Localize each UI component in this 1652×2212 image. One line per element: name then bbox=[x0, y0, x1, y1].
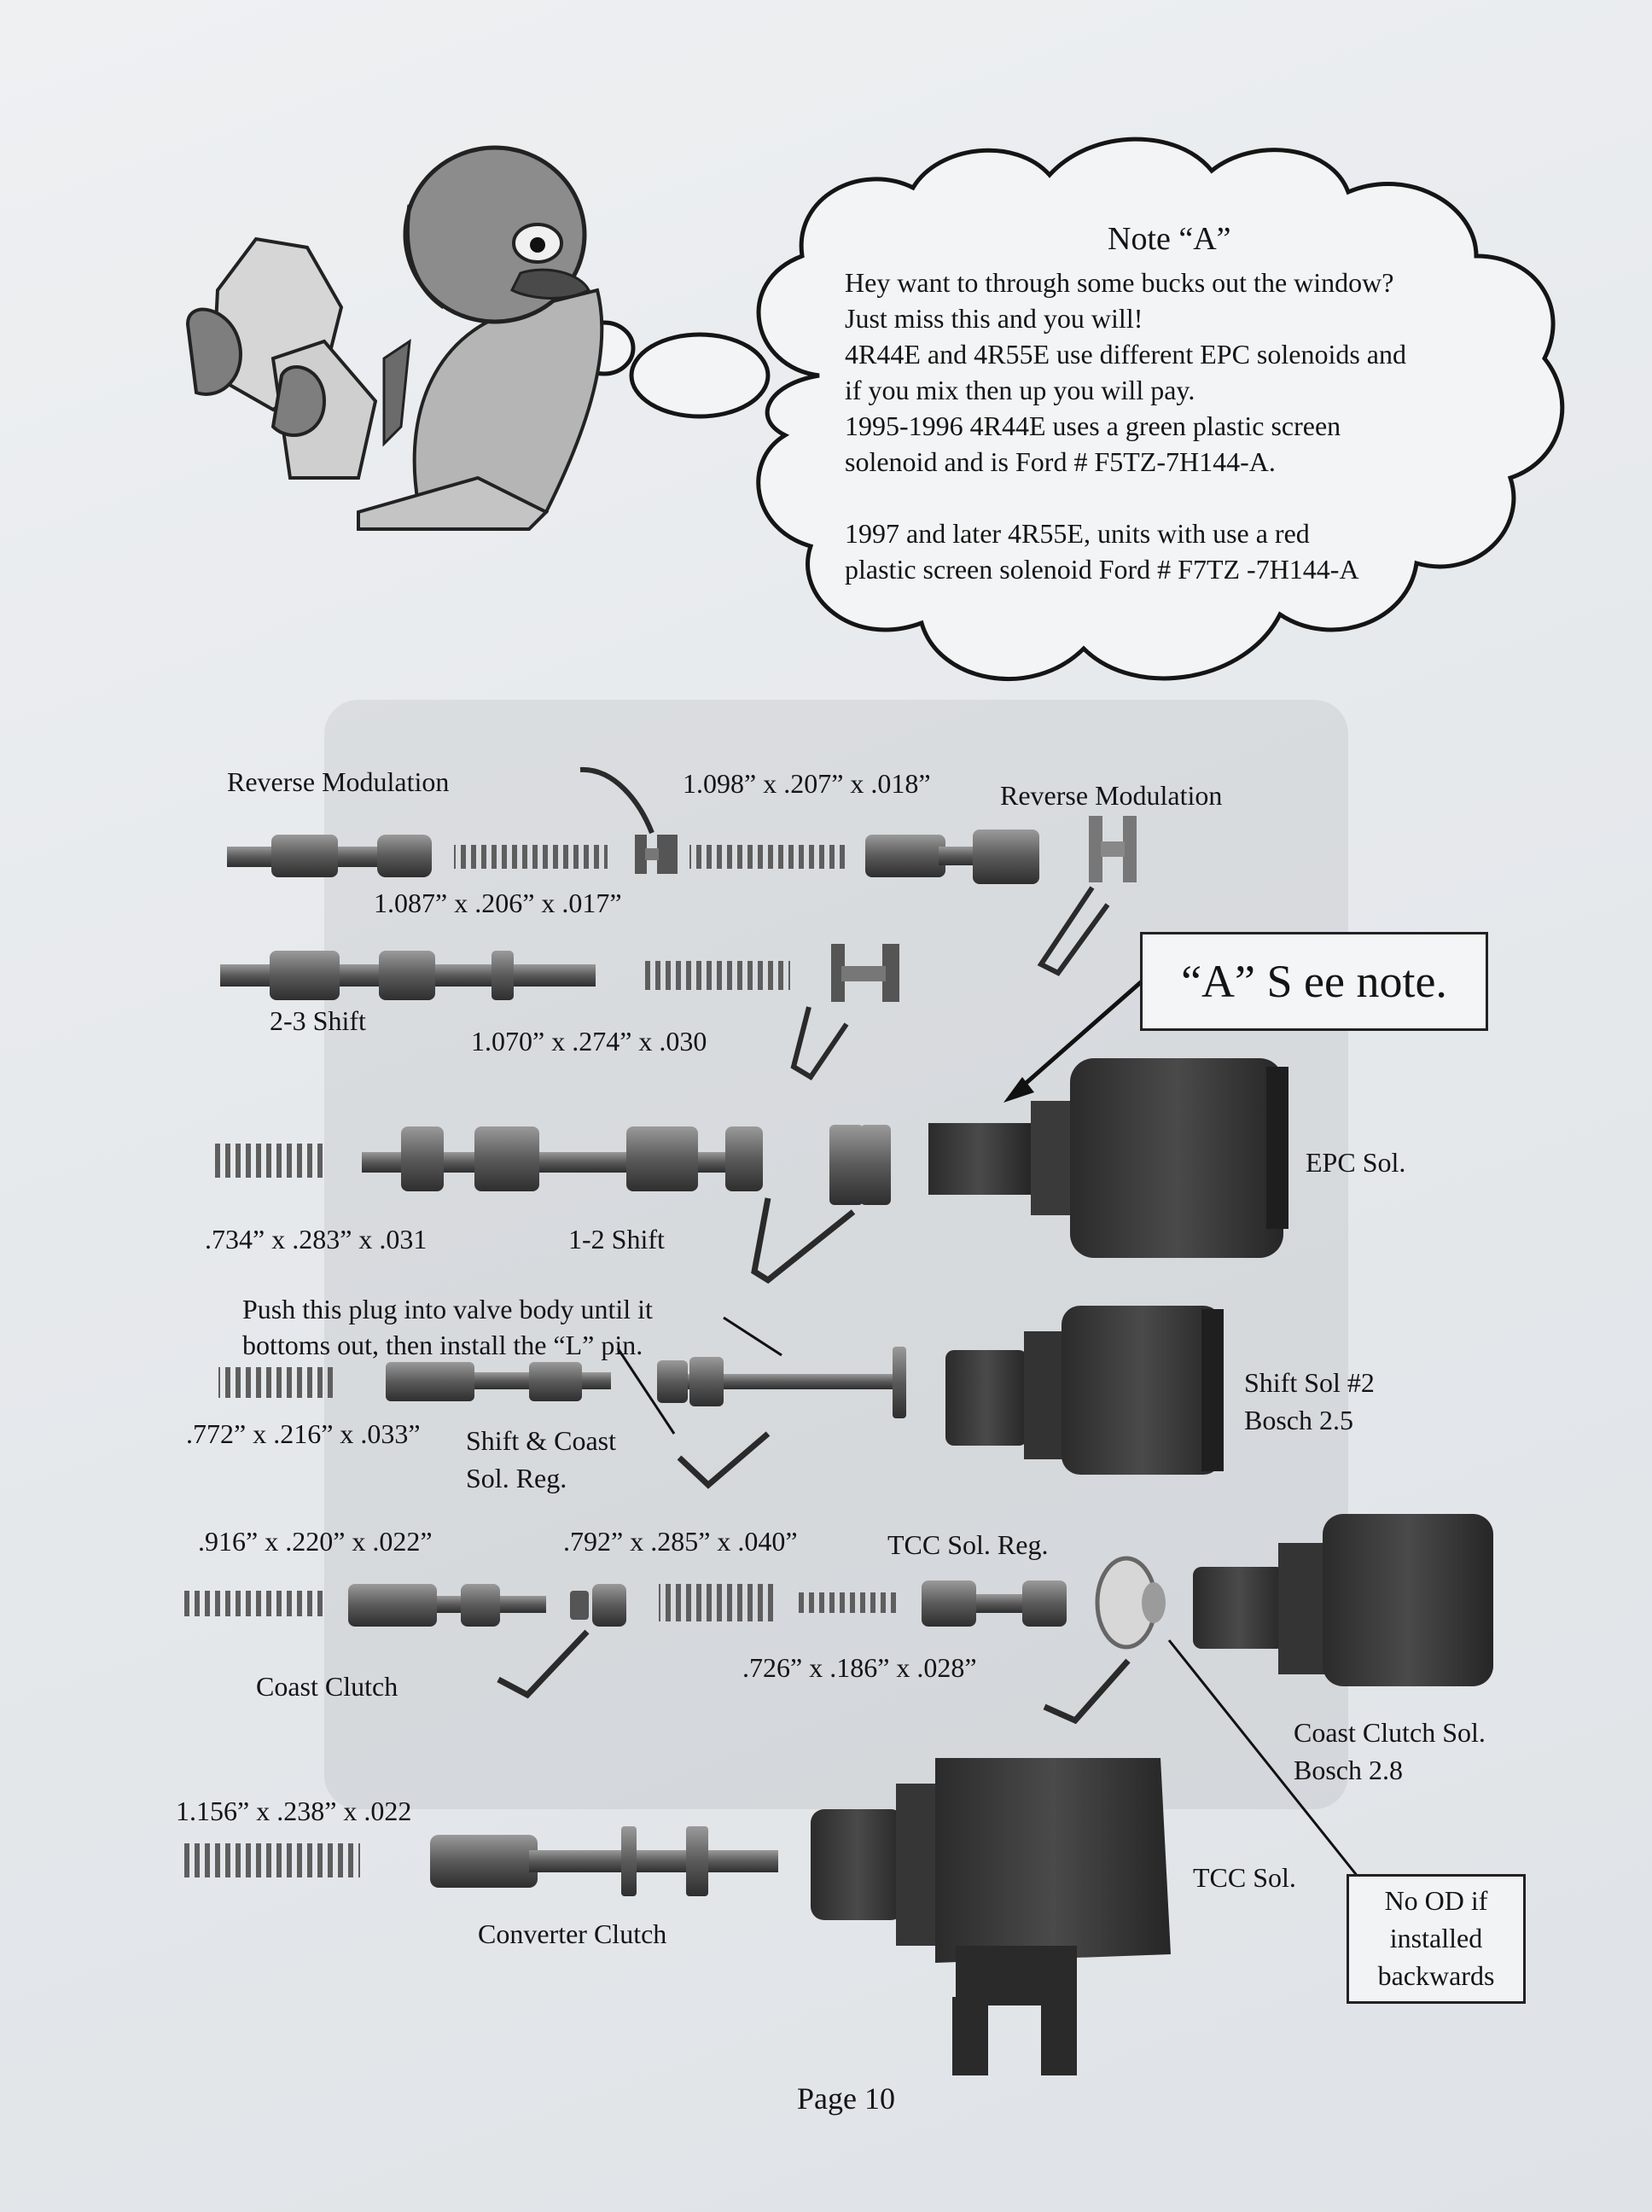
shift-12-valve bbox=[362, 1126, 763, 1191]
pin-r5b bbox=[1043, 1658, 1131, 1725]
pin-r4 bbox=[677, 1431, 771, 1489]
coast-clutch-valve bbox=[348, 1584, 546, 1627]
label-spring-726: .726” x .186” x .028” bbox=[742, 1652, 977, 1683]
label-spring-792: .792” x .285” x .040” bbox=[563, 1526, 798, 1557]
label-shift-sol-line1: Shift Sol #2 bbox=[1244, 1367, 1375, 1398]
lpin-plug bbox=[657, 1347, 906, 1418]
spring-1098 bbox=[689, 845, 846, 869]
label-spring-916: .916” x .220” x .022” bbox=[198, 1526, 433, 1557]
thought-cloud bbox=[573, 137, 1565, 682]
note-line: if you mix then up you will pay. bbox=[845, 375, 1195, 405]
label-shift-12: 1-2 Shift bbox=[568, 1224, 665, 1254]
note-line: 1997 and later 4R55E, units with use a r… bbox=[845, 518, 1310, 549]
no-od-callout: No OD if installed backwards bbox=[1347, 1874, 1526, 2004]
plug-r1a bbox=[635, 835, 678, 874]
no-od-line: backwards bbox=[1377, 1960, 1495, 1991]
see-note-callout: “A” S ee note. bbox=[1140, 932, 1488, 1031]
pin-r1b bbox=[1037, 886, 1110, 976]
label-epc-sol: EPC Sol. bbox=[1306, 1147, 1406, 1178]
note-line: Hey want to through some bucks out the w… bbox=[845, 267, 1394, 298]
spring-726 bbox=[794, 1592, 899, 1613]
no-od-line: No OD if bbox=[1384, 1885, 1488, 1916]
label-spring-1087: 1.087” x .206” x .017” bbox=[374, 888, 622, 918]
label-spring-772: .772” x .216” x .033” bbox=[186, 1418, 421, 1449]
pin-r1 bbox=[579, 766, 654, 835]
label-tcc-sol-reg: TCC Sol. Reg. bbox=[887, 1529, 1049, 1560]
note-line: plastic screen solenoid Ford # F7TZ -7H1… bbox=[845, 554, 1359, 585]
label-shift-sol-line2: Bosch 2.5 bbox=[1244, 1405, 1353, 1435]
label-shift-coast-line1: Shift & Coast bbox=[466, 1425, 617, 1456]
cartoon-man-illustration bbox=[185, 145, 604, 531]
reverse-modulation-valve-left bbox=[227, 835, 432, 877]
label-spring-734: .734” x .283” x .031 bbox=[205, 1224, 428, 1254]
note-title: Note “A” bbox=[1108, 221, 1231, 257]
label-reverse-modulation-left: Reverse Modulation bbox=[227, 766, 450, 797]
plug-r1b bbox=[1089, 816, 1137, 882]
label-spring-1098: 1.098” x .207” x .018” bbox=[683, 768, 931, 799]
shift-coast-reg-valve bbox=[386, 1362, 611, 1401]
plug-r3 bbox=[829, 1125, 891, 1205]
label-coast-sol-line1: Coast Clutch Sol. bbox=[1294, 1717, 1486, 1748]
tcc-solenoid bbox=[811, 1758, 1171, 2075]
spring-734 bbox=[215, 1144, 324, 1178]
tcc-sol-reg-valve bbox=[922, 1580, 1067, 1627]
plug-leader-line bbox=[723, 1316, 782, 1357]
note-line: 1995-1996 4R44E uses a green plastic scr… bbox=[845, 410, 1341, 441]
no-od-leader-line bbox=[1167, 1639, 1360, 1878]
label-converter-clutch: Converter Clutch bbox=[478, 1918, 667, 1949]
note-line: Just miss this and you will! bbox=[845, 303, 1143, 334]
spring-1087 bbox=[454, 845, 608, 869]
note-line: 4R44E and 4R55E use different EPC soleno… bbox=[845, 339, 1406, 370]
spring-792 bbox=[659, 1584, 773, 1621]
converter-clutch-valve bbox=[430, 1826, 778, 1896]
label-push-plug-line2: bottoms out, then install the “L” pin. bbox=[242, 1330, 643, 1360]
spring-1156 bbox=[184, 1843, 360, 1877]
label-spring-1156: 1.156” x .238” x .022 bbox=[176, 1796, 412, 1826]
label-push-plug-line1: Push this plug into valve body until it bbox=[242, 1294, 653, 1324]
label-shift-coast-line2: Sol. Reg. bbox=[466, 1463, 567, 1493]
plug-r5 bbox=[570, 1584, 626, 1627]
note-line bbox=[845, 480, 1406, 515]
label-reverse-modulation-right: Reverse Modulation bbox=[1000, 780, 1223, 811]
screen-filter bbox=[1095, 1556, 1166, 1650]
spring-916 bbox=[184, 1591, 326, 1616]
note-line: solenoid and is Ford # F5TZ-7H144-A. bbox=[845, 446, 1276, 477]
label-shift-23: 2-3 Shift bbox=[270, 1005, 366, 1036]
pin-r5a bbox=[497, 1629, 590, 1699]
no-od-line: installed bbox=[1389, 1923, 1483, 1953]
plug-r2 bbox=[831, 944, 899, 1002]
label-coast-sol-line2: Bosch 2.8 bbox=[1294, 1755, 1403, 1785]
epc-solenoid bbox=[928, 1058, 1288, 1258]
label-spring-1070: 1.070” x .274” x .030 bbox=[471, 1026, 707, 1057]
label-coast-clutch: Coast Clutch bbox=[256, 1671, 398, 1702]
note-body: Hey want to through some bucks out the w… bbox=[845, 265, 1406, 587]
pin-r2 bbox=[790, 1006, 849, 1081]
pin-r3 bbox=[751, 1197, 856, 1284]
callout-arrow bbox=[1003, 980, 1143, 1103]
reverse-modulation-valve-right bbox=[865, 830, 1039, 884]
shift-23-valve bbox=[220, 951, 596, 1000]
lpin-leader-line bbox=[616, 1348, 676, 1435]
coast-clutch-solenoid bbox=[1193, 1514, 1493, 1686]
spring-1070 bbox=[643, 961, 790, 990]
page-number: Page 10 bbox=[797, 2081, 895, 2116]
label-tcc-sol: TCC Sol. bbox=[1193, 1862, 1296, 1893]
spring-772 bbox=[218, 1367, 333, 1398]
shift-sol-2 bbox=[945, 1306, 1224, 1475]
